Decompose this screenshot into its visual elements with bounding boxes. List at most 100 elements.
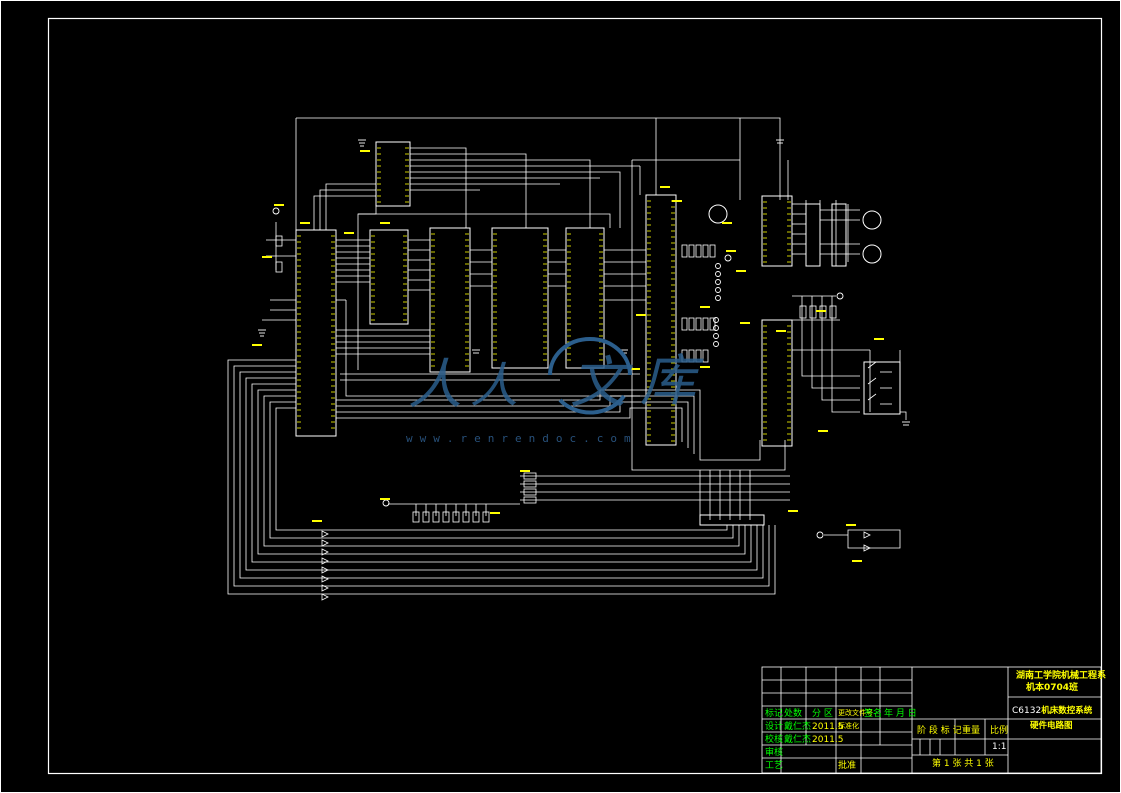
wire <box>336 407 683 442</box>
label-mark <box>722 222 732 224</box>
wire <box>251 383 752 563</box>
designer-name: 戴仁杰 <box>784 722 812 732</box>
wire <box>345 300 640 397</box>
label-mark <box>818 430 828 432</box>
label-mark <box>816 310 826 312</box>
ground-icon <box>258 139 910 426</box>
label-mark <box>274 204 284 206</box>
relay-block <box>863 361 901 415</box>
weight-header: 重量 <box>962 726 981 736</box>
school-name: 湖南工学院机械工程系 <box>1016 671 1107 681</box>
optocoupler <box>805 203 821 267</box>
io-chip <box>565 227 605 369</box>
label-mark <box>300 222 310 224</box>
label-mark <box>874 338 884 340</box>
optocoupler <box>831 203 847 267</box>
scale-value: 1:1 <box>992 742 1007 752</box>
pia-chip <box>645 194 677 446</box>
label-mark <box>846 524 856 526</box>
watermark-char: 库 <box>640 349 696 414</box>
watermark-char: 人 <box>408 353 462 416</box>
label-mark <box>788 510 798 512</box>
label-mark <box>776 330 786 332</box>
diode-icon <box>321 530 871 601</box>
label-mark <box>344 232 354 234</box>
title-block-grid <box>761 666 1102 774</box>
scale-header: 比例 <box>990 726 1009 736</box>
wire <box>319 189 376 230</box>
wire <box>275 407 728 531</box>
chip-pins <box>297 147 791 442</box>
chips <box>295 141 901 526</box>
standard-label: 标准化 <box>838 722 859 730</box>
wire <box>821 296 860 401</box>
wire <box>269 401 734 539</box>
wire <box>336 389 761 461</box>
circuit <box>227 117 907 595</box>
check-date: 2011.5 <box>812 735 844 745</box>
wire <box>900 411 907 420</box>
wire <box>801 296 860 377</box>
label-mark <box>636 314 646 316</box>
wire <box>831 296 860 413</box>
ram-chip <box>491 227 549 369</box>
wire <box>233 365 770 587</box>
wire <box>227 359 776 595</box>
row-label: 工艺 <box>765 761 784 771</box>
wire <box>263 395 740 547</box>
wire <box>824 529 901 549</box>
wire <box>239 371 764 579</box>
decoder-chip <box>375 141 411 207</box>
label-mark <box>262 256 272 258</box>
label-mark <box>360 150 370 152</box>
label-mark <box>380 498 390 500</box>
design-date: 2011.5 <box>812 722 844 732</box>
driver-chip <box>761 195 793 267</box>
label-mark <box>726 250 736 252</box>
label-mark <box>672 200 682 202</box>
wire <box>410 153 527 228</box>
wire <box>410 147 467 228</box>
motor-icon <box>708 204 882 264</box>
inner-border <box>47 17 1103 775</box>
label-mark <box>312 520 322 522</box>
checker-name: 戴仁杰 <box>784 735 812 745</box>
wire <box>358 213 611 228</box>
wire <box>257 389 746 555</box>
mcu-chip <box>295 229 337 437</box>
eprom-chip <box>429 227 471 373</box>
row-label: 校核 <box>765 735 784 745</box>
wire <box>296 117 781 150</box>
component-labels <box>252 150 884 562</box>
wire <box>631 160 786 471</box>
wire <box>410 159 591 228</box>
col-header: 处数 <box>784 709 803 719</box>
col-header: 分 区 <box>812 709 833 719</box>
drawing-subtitle: 硬件电路图 <box>1030 721 1073 731</box>
label-mark <box>520 470 530 472</box>
class-name: 机本0704班 <box>1026 683 1079 693</box>
label-mark <box>700 366 710 368</box>
col-header: 更改文件号 <box>838 709 873 717</box>
col-header: 标记 <box>765 709 784 719</box>
label-mark <box>252 344 262 346</box>
label-mark <box>852 560 862 562</box>
watermark-char: 人 <box>470 358 519 414</box>
drawing-title: C6132机床数控系统 <box>1012 706 1093 716</box>
row-label: 设计 <box>765 722 784 732</box>
latch-chip <box>369 229 409 325</box>
label-mark <box>630 368 640 370</box>
label-mark <box>490 512 500 514</box>
watermark-url: www.renrendoc.com <box>406 432 638 445</box>
sheet-info: 第 1 张 共 1 张 <box>932 759 994 769</box>
approve-label: 批准 <box>838 761 857 771</box>
wire <box>313 195 376 230</box>
wire <box>811 296 860 389</box>
label-mark <box>660 186 670 188</box>
wire <box>325 183 376 230</box>
wire <box>410 171 621 228</box>
row-label: 审核 <box>765 748 784 758</box>
wire <box>357 206 377 370</box>
col-header: 年 月 日 <box>884 709 917 719</box>
